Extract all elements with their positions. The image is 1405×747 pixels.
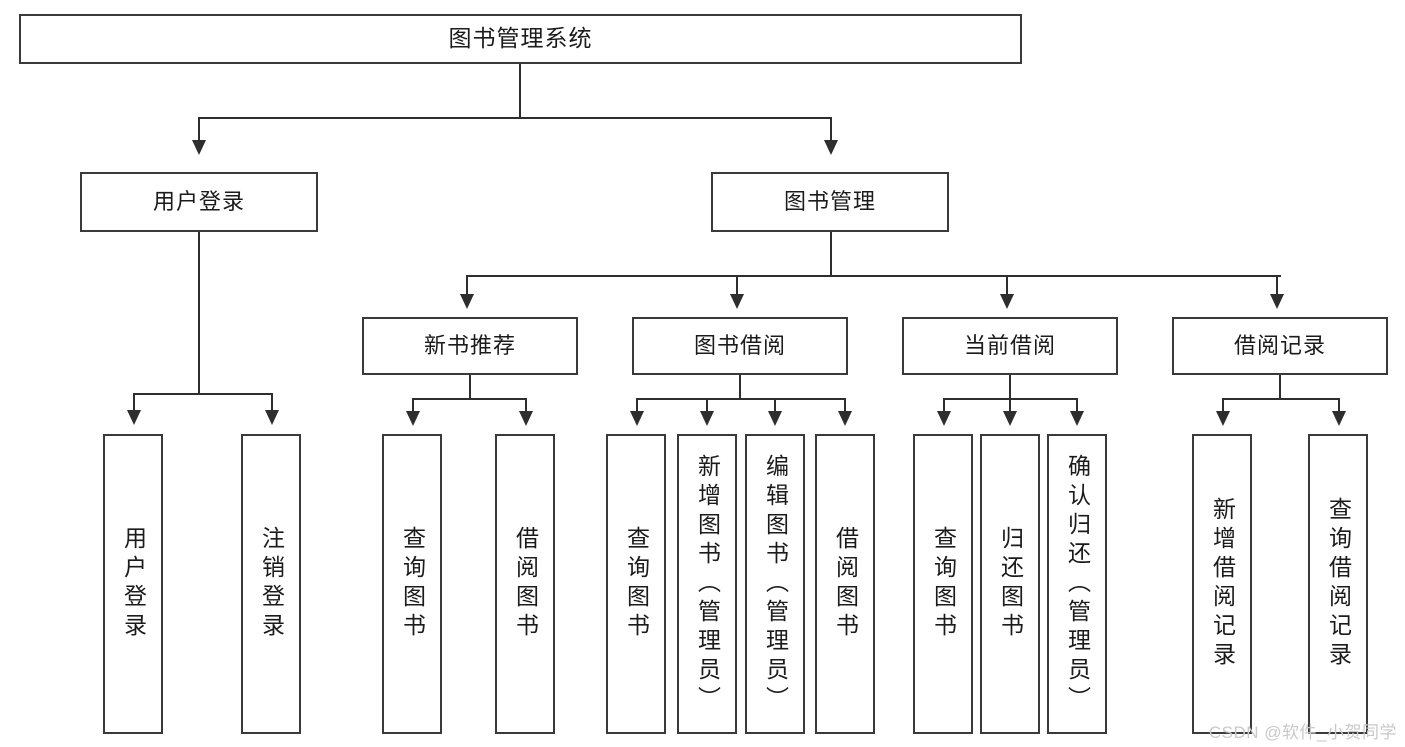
node-label: 编辑图书（管理员） — [762, 453, 789, 715]
connector-root-stem — [519, 64, 521, 118]
node-book-borrow[interactable]: 图书借阅 — [632, 317, 848, 375]
arrow-to-borrow-add — [700, 411, 714, 426]
leaf-recommend-query-book[interactable]: 查询图书 — [382, 434, 442, 734]
connector-book-drop-2 — [736, 275, 738, 297]
leaf-user-login[interactable]: 用户登录 — [103, 434, 163, 734]
node-label: 图书管理 — [783, 189, 876, 215]
connector-borrow-drop-3 — [774, 398, 776, 414]
connector-record-stem — [1279, 375, 1281, 399]
connector-book-drop-1 — [466, 275, 468, 297]
connector-record-drop-2 — [1338, 398, 1340, 414]
connector-current-drop-2 — [1009, 398, 1011, 414]
leaf-current-query-book[interactable]: 查询图书 — [913, 434, 973, 734]
node-label: 确认归还（管理员） — [1064, 453, 1091, 715]
node-label: 图书借阅 — [693, 333, 786, 359]
node-user-login[interactable]: 用户登录 — [80, 172, 318, 232]
connector-user-drop-2 — [271, 393, 273, 413]
arrow-to-user-login — [192, 140, 206, 155]
connector-book-drop-4 — [1276, 275, 1278, 297]
arrow-to-book-borrow — [730, 294, 744, 309]
node-root-system[interactable]: 图书管理系统 — [19, 14, 1022, 64]
node-current-borrow[interactable]: 当前借阅 — [902, 317, 1118, 375]
node-label: 注销登录 — [258, 526, 285, 642]
connector-root-drop-user — [198, 117, 200, 143]
connector-recommend-drop-1 — [412, 398, 414, 414]
node-label: 查询借阅记录 — [1325, 497, 1352, 671]
node-label: 用户登录 — [120, 526, 147, 642]
connector-record-bus — [1222, 398, 1339, 400]
arrow-to-borrow-lend — [838, 411, 852, 426]
leaf-user-logout[interactable]: 注销登录 — [241, 434, 301, 734]
leaf-borrow-edit-book[interactable]: 编辑图书（管理员） — [745, 434, 805, 734]
arrow-to-borrow-record — [1270, 294, 1284, 309]
leaf-record-add[interactable]: 新增借阅记录 — [1192, 434, 1252, 734]
arrow-to-record-add — [1216, 411, 1230, 426]
connector-user-bus — [133, 393, 272, 395]
leaf-current-return-book[interactable]: 归还图书 — [980, 434, 1040, 734]
node-label: 归还图书 — [997, 526, 1024, 642]
node-new-book-recommend[interactable]: 新书推荐 — [362, 317, 578, 375]
connector-root-bus — [198, 117, 832, 119]
connector-borrow-stem — [739, 375, 741, 399]
arrow-to-borrow-query — [630, 411, 644, 426]
connector-recommend-stem — [469, 375, 471, 399]
node-label: 新增借阅记录 — [1209, 497, 1236, 671]
connector-current-stem — [1009, 375, 1011, 399]
arrow-to-current-confirm — [1070, 411, 1084, 426]
connector-current-drop-1 — [943, 398, 945, 414]
watermark-text: CSDN @软件_小贺同学 — [1208, 723, 1397, 742]
connector-book-stem — [830, 232, 832, 276]
connector-borrow-drop-2 — [706, 398, 708, 414]
arrow-to-borrow-edit — [768, 411, 782, 426]
connector-recommend-bus — [412, 398, 526, 400]
leaf-current-confirm-return[interactable]: 确认归还（管理员） — [1047, 434, 1107, 734]
node-label: 查询图书 — [399, 526, 426, 642]
leaf-recommend-borrow-book[interactable]: 借阅图书 — [495, 434, 555, 734]
leaf-record-query[interactable]: 查询借阅记录 — [1308, 434, 1368, 734]
node-label: 图书管理系统 — [448, 25, 593, 52]
arrow-to-current-query — [937, 411, 951, 426]
leaf-borrow-add-book[interactable]: 新增图书（管理员） — [677, 434, 737, 734]
connector-borrow-bus — [636, 398, 845, 400]
node-label: 借阅记录 — [1233, 333, 1326, 359]
connector-record-drop-1 — [1222, 398, 1224, 414]
arrow-to-recommend-borrow — [519, 411, 533, 426]
arrow-to-record-query — [1332, 411, 1346, 426]
connector-user-drop-1 — [133, 393, 135, 413]
connector-borrow-drop-1 — [636, 398, 638, 414]
node-label: 查询图书 — [623, 526, 650, 642]
connector-recommend-drop-2 — [525, 398, 527, 414]
arrow-to-book-manage — [824, 140, 838, 155]
node-label: 当前借阅 — [963, 333, 1056, 359]
node-label: 查询图书 — [930, 526, 957, 642]
arrow-to-current-borrow — [1000, 294, 1014, 309]
arrow-to-recommend-query — [406, 411, 420, 426]
arrow-to-logout — [265, 410, 279, 425]
arrow-to-new-book — [460, 294, 474, 309]
node-borrow-record[interactable]: 借阅记录 — [1172, 317, 1388, 375]
node-label: 借阅图书 — [512, 526, 539, 642]
connector-root-drop-book — [830, 117, 832, 143]
node-book-management[interactable]: 图书管理 — [711, 172, 949, 232]
arrow-to-current-return — [1003, 411, 1017, 426]
leaf-borrow-lend-book[interactable]: 借阅图书 — [815, 434, 875, 734]
node-label: 新书推荐 — [423, 333, 516, 359]
node-label: 新增图书（管理员） — [694, 453, 721, 715]
node-label: 用户登录 — [152, 189, 245, 215]
connector-book-bus — [466, 275, 1281, 277]
connector-current-drop-3 — [1076, 398, 1078, 414]
connector-user-stem — [198, 232, 200, 394]
node-label: 借阅图书 — [832, 526, 859, 642]
connector-borrow-drop-4 — [844, 398, 846, 414]
connector-book-drop-3 — [1006, 275, 1008, 297]
arrow-to-login — [127, 410, 141, 425]
leaf-borrow-query-book[interactable]: 查询图书 — [606, 434, 666, 734]
